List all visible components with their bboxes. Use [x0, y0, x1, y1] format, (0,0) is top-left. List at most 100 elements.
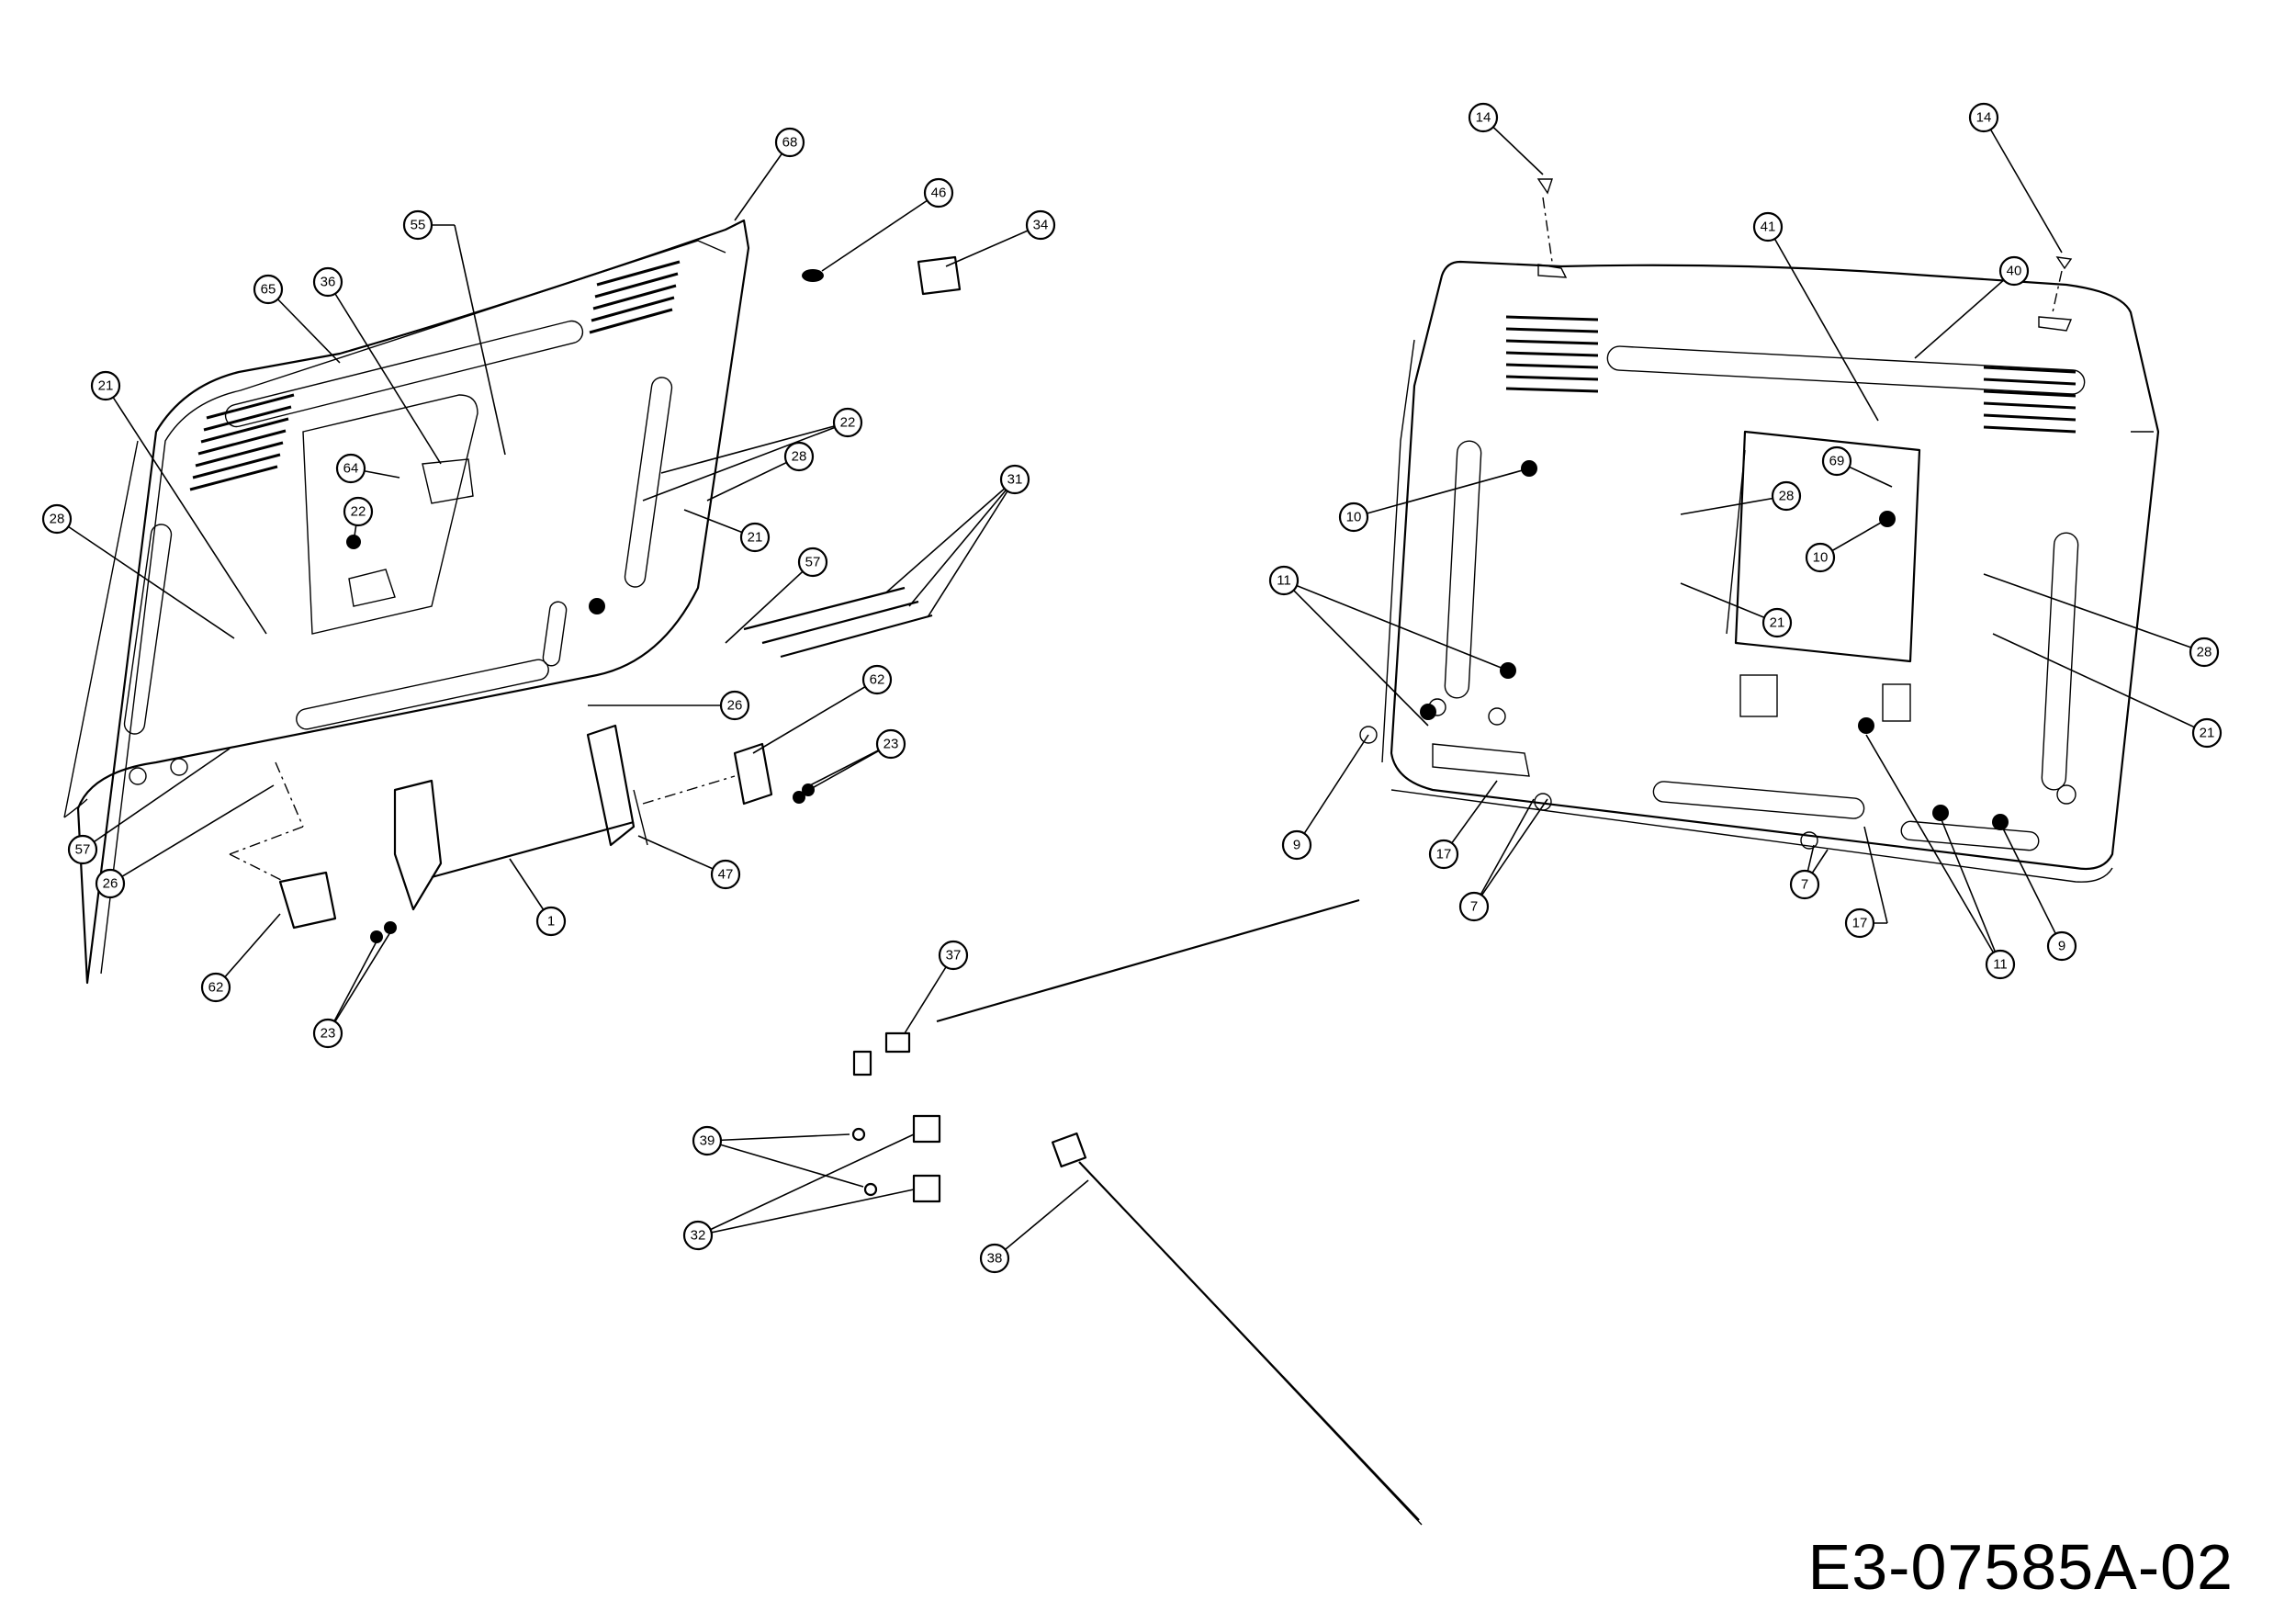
callout-1: 1: [509, 858, 567, 937]
svg-text:26: 26: [727, 698, 743, 714]
callout-28c: 28: [1680, 480, 1802, 515]
callout-22b: 22: [343, 496, 374, 543]
svg-text:31: 31: [1007, 472, 1023, 488]
drawing-number: E3-07585A-02: [1807, 1531, 2234, 1603]
svg-text:21: 21: [1770, 615, 1785, 631]
svg-text:41: 41: [1761, 220, 1776, 235]
left-panel-vents: [189, 260, 681, 491]
svg-text:69: 69: [1829, 454, 1845, 469]
rods-31: [743, 586, 933, 659]
svg-text:9: 9: [1293, 838, 1300, 853]
svg-text:23: 23: [321, 1026, 336, 1042]
svg-text:28: 28: [50, 512, 65, 527]
callout-9a: 9: [1281, 734, 1369, 861]
callout-64: 64: [335, 453, 400, 484]
left-panel: [63, 219, 750, 985]
callout-21b: 21: [683, 509, 771, 553]
callout-26a: 26: [588, 690, 750, 721]
callout-17a: 17: [1428, 780, 1498, 870]
callout-36: 36: [312, 266, 442, 465]
part-46: [802, 269, 824, 282]
svg-text:64: 64: [343, 461, 359, 477]
callout-10b: 10: [1805, 518, 1888, 573]
svg-text:39: 39: [700, 1133, 715, 1149]
svg-text:22: 22: [351, 504, 366, 520]
svg-text:28: 28: [1779, 489, 1795, 504]
svg-text:28: 28: [2197, 645, 2212, 660]
svg-text:1: 1: [547, 914, 555, 930]
svg-text:28: 28: [792, 449, 807, 465]
svg-text:68: 68: [782, 135, 798, 151]
callout-47: 47: [637, 835, 741, 890]
callout-28a: 28: [706, 441, 815, 502]
svg-text:7: 7: [1801, 877, 1808, 893]
callout-57a: 57: [725, 547, 828, 644]
callout-11a: 11: [1268, 565, 1509, 727]
svg-text:17: 17: [1436, 847, 1452, 862]
callout-10a: 10: [1338, 468, 1530, 533]
callout-37: 37: [904, 940, 969, 1034]
callout-9b: 9: [2001, 826, 2077, 962]
svg-text:7: 7: [1470, 899, 1478, 915]
right-panel: [1359, 178, 2160, 883]
callout-69: 69: [1821, 445, 1893, 488]
svg-text:17: 17: [1852, 916, 1868, 931]
callout-14b: 14: [1968, 102, 2063, 254]
callout-46: 46: [821, 177, 954, 272]
callouts: 68 46 34 55 65 36 21 22 28 31 64 22 28 2…: [41, 102, 2223, 1274]
callout-23b: 23: [312, 931, 391, 1049]
svg-text:32: 32: [691, 1228, 706, 1244]
callout-55: 55: [402, 209, 506, 456]
cable-rod: [936, 898, 1360, 1023]
svg-text:62: 62: [870, 672, 885, 688]
svg-text:10: 10: [1813, 550, 1829, 566]
callout-11b: 11: [1865, 734, 2016, 980]
svg-text:34: 34: [1033, 218, 1049, 233]
callout-65: 65: [253, 274, 341, 364]
svg-text:55: 55: [411, 218, 426, 233]
callout-57b: 57: [67, 748, 231, 865]
callout-7a: 7: [1458, 798, 1548, 922]
svg-text:14: 14: [1976, 110, 1992, 126]
callout-7b: 7: [1789, 844, 1829, 900]
callout-28d: 28: [1983, 573, 2220, 668]
svg-text:21: 21: [748, 530, 763, 546]
svg-text:21: 21: [98, 378, 114, 394]
callout-14a: 14: [1468, 102, 1544, 175]
callout-28b: 28: [41, 503, 235, 639]
svg-text:38: 38: [987, 1251, 1003, 1267]
svg-text:46: 46: [931, 186, 947, 201]
callout-21a: 21: [90, 370, 267, 635]
svg-text:23: 23: [884, 737, 899, 752]
callout-21d: 21: [1992, 633, 2223, 749]
callout-22a: 22: [642, 407, 863, 502]
svg-text:62: 62: [208, 980, 224, 996]
callout-23a: 23: [798, 728, 906, 796]
callout-21c: 21: [1680, 582, 1793, 638]
callout-17b: 17: [1844, 826, 1888, 939]
svg-text:11: 11: [1993, 957, 2008, 973]
callout-26b: 26: [95, 784, 275, 899]
callout-41: 41: [1752, 211, 1879, 422]
callout-68: 68: [734, 127, 805, 221]
svg-text:26: 26: [103, 876, 118, 892]
svg-text:40: 40: [2007, 264, 2022, 279]
callout-62a: 62: [752, 664, 893, 754]
svg-text:11: 11: [1277, 573, 1291, 589]
callout-34: 34: [945, 209, 1056, 267]
right-panel-vents: [1505, 315, 2077, 434]
svg-text:14: 14: [1476, 110, 1491, 126]
callout-39: 39: [692, 1125, 864, 1188]
svg-text:57: 57: [75, 842, 91, 858]
svg-text:9: 9: [2058, 939, 2065, 954]
svg-text:47: 47: [718, 867, 734, 883]
callout-31: 31: [885, 464, 1030, 618]
svg-text:22: 22: [840, 415, 856, 431]
svg-text:65: 65: [261, 282, 276, 298]
callout-62b: 62: [200, 913, 281, 1003]
switch-parts: [851, 1031, 1423, 1526]
svg-text:36: 36: [321, 275, 336, 290]
callout-38: 38: [979, 1179, 1089, 1274]
svg-text:57: 57: [805, 555, 821, 570]
